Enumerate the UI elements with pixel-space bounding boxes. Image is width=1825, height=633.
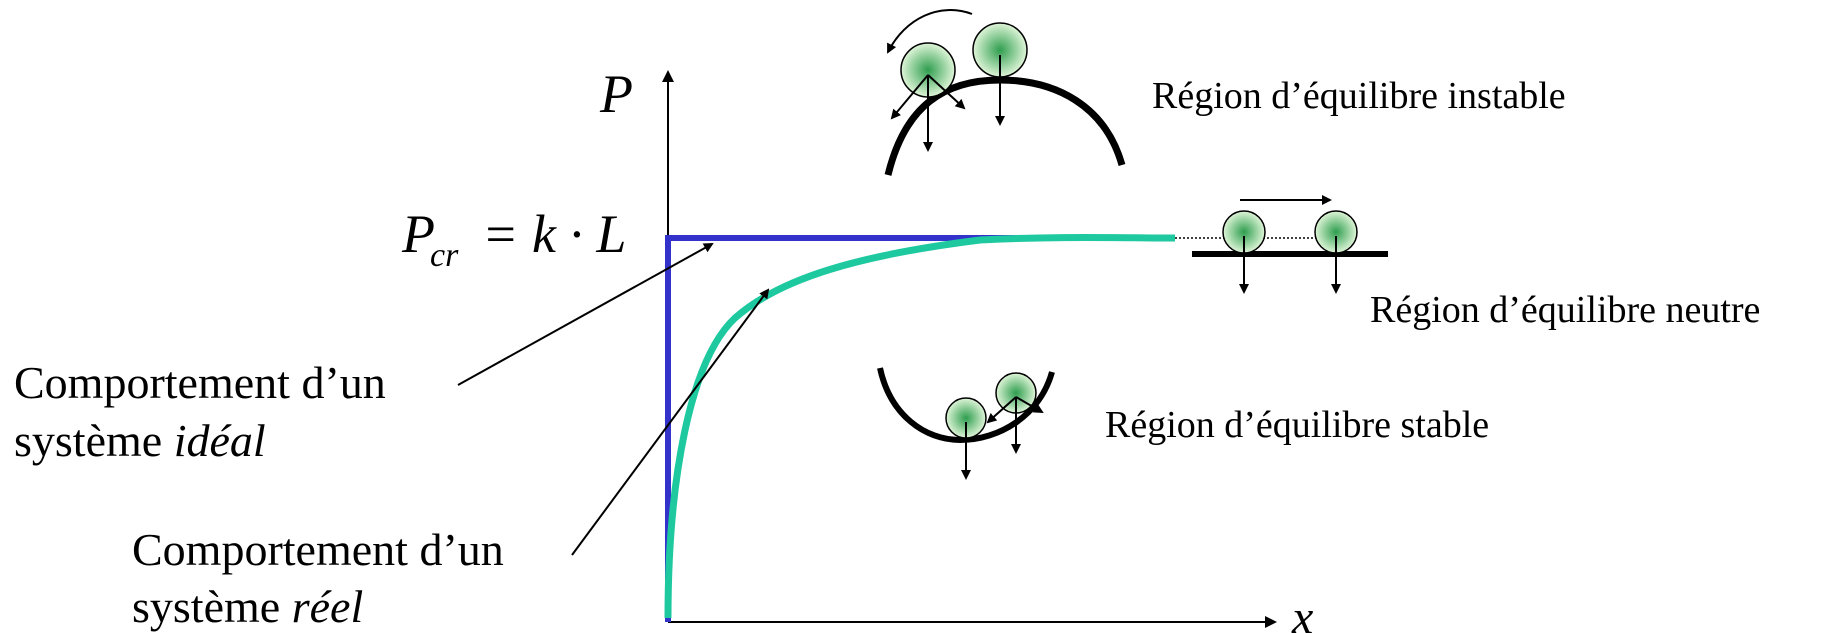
force-arrow bbox=[890, 74, 929, 120]
unstable-region-label: Région d’équilibre instable bbox=[1152, 75, 1566, 117]
ideal-label-emph: idéal bbox=[174, 415, 266, 466]
neutral-equilibrium-illustration: Région d’équilibre neutre bbox=[1192, 195, 1760, 331]
real-label-emph: réel bbox=[292, 581, 364, 632]
axes: P x bbox=[599, 64, 1313, 633]
force-arrow bbox=[1015, 396, 1044, 413]
pcr-symbol: P bbox=[401, 204, 435, 264]
pcr-equation: = k · L bbox=[482, 204, 626, 264]
ideal-pointer-arrow bbox=[457, 243, 714, 386]
x-axis-label: x bbox=[1291, 591, 1313, 633]
real-label-line2: système réel bbox=[132, 581, 363, 632]
critical-load-equation: P cr = k · L bbox=[401, 204, 626, 274]
unstable-equilibrium-illustration: Région d’équilibre instable bbox=[884, 9, 1566, 176]
real-label-line1: Comportement d’un bbox=[132, 524, 504, 575]
neutral-region-label: Région d’équilibre neutre bbox=[1370, 289, 1760, 331]
pcr-subscript: cr bbox=[430, 237, 459, 274]
real-label-prefix: système bbox=[132, 581, 292, 632]
stable-equilibrium-illustration: Région d’équilibre stable bbox=[877, 367, 1489, 480]
rotation-arrow bbox=[887, 9, 973, 54]
real-behavior-curve bbox=[664, 234, 1176, 619]
ideal-label-line1: Comportement d’un bbox=[14, 357, 386, 408]
stable-region-label: Région d’équilibre stable bbox=[1105, 404, 1489, 446]
y-axis-label: P bbox=[599, 64, 633, 124]
force-arrow bbox=[927, 74, 966, 110]
real-pointer-arrow bbox=[571, 288, 770, 556]
force-arrow bbox=[986, 396, 1017, 424]
real-system-label: Comportement d’un système réel bbox=[132, 288, 770, 632]
ideal-label-prefix: système bbox=[14, 415, 174, 466]
ideal-system-label: Comportement d’un système idéal bbox=[14, 243, 714, 466]
ideal-label-line2: système idéal bbox=[14, 415, 266, 466]
